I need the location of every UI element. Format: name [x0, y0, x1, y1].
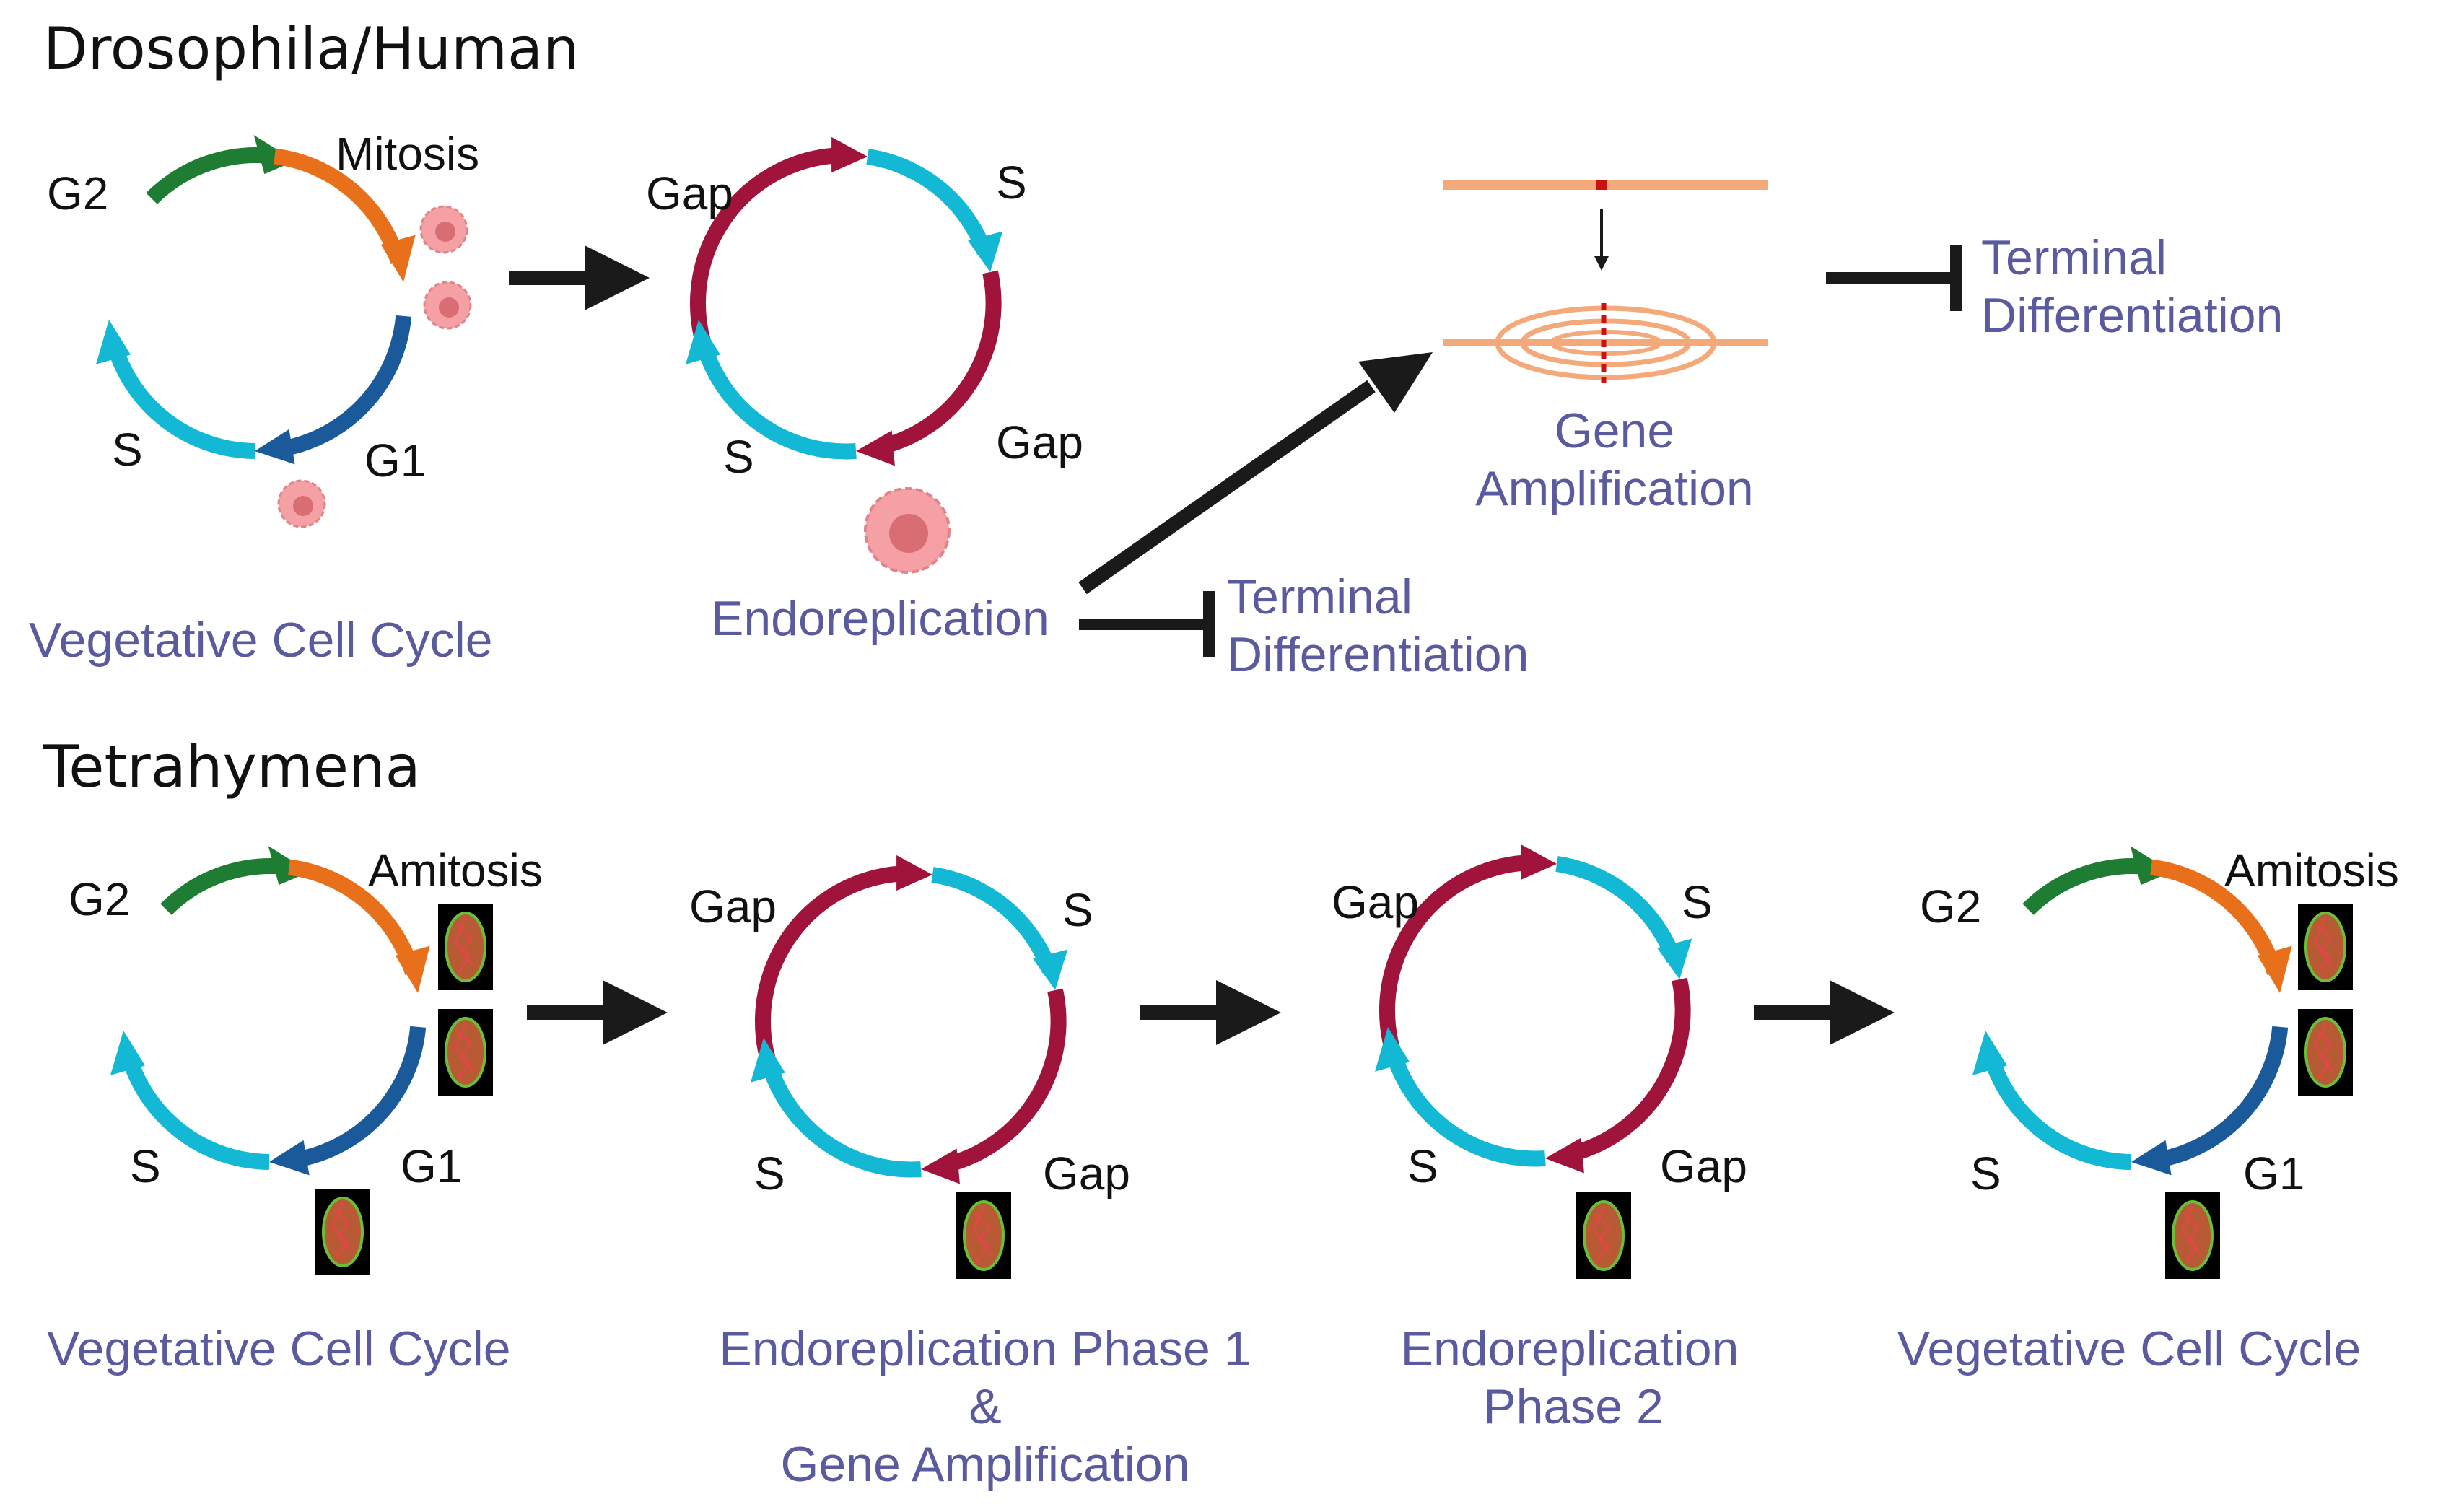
dividing-cell-icon: [423, 281, 472, 330]
label-g2: G2: [69, 873, 130, 925]
cycle-ring: [1375, 844, 1692, 1174]
tetrahymena-cell-icon: [437, 902, 494, 992]
label-s: S: [996, 157, 1027, 209]
label-g1: G1: [364, 434, 426, 486]
bottom-vegetative-cycle-return: G2 Amitosis S G1 Vegetative Cell Cycle: [1897, 844, 2399, 1376]
label-gap: Gap: [1660, 1140, 1747, 1192]
inhibition-bar: [1079, 591, 1209, 657]
section-title-tetrahymena: Tetrahymena: [43, 733, 421, 800]
caption-endoreplication: Endoreplication: [711, 591, 1049, 646]
label-s: S: [723, 431, 754, 483]
label-s: S: [1682, 876, 1713, 928]
terminal-differentiation-line1: Terminal: [1227, 569, 1412, 624]
terminal-differentiation-line2: Differentiation: [1227, 627, 1529, 682]
tetrahymena-cell-icon: [437, 1008, 494, 1097]
caption-endoreplication-phase1: Endoreplication Phase 1: [719, 1321, 1251, 1376]
tetrahymena-cell-icon: [2297, 902, 2354, 992]
tetrahymena-cell-icon: [955, 1191, 1013, 1280]
gene-amplification-line1: Gene: [1555, 403, 1674, 458]
caption-vegetative-cell-cycle: Vegetative Cell Cycle: [1897, 1321, 2361, 1376]
label-s: S: [1970, 1148, 2001, 1199]
gene-amplification-schematic: Gene Amplification: [1443, 180, 1768, 516]
flow-arrow: [527, 980, 668, 1045]
label-gap: Gap: [646, 167, 733, 219]
caption-ampersand: &: [969, 1379, 1001, 1434]
diagonal-arrow: [1078, 352, 1433, 595]
label-gap: Gap: [1043, 1148, 1130, 1199]
tetrahymena-cell-icon: [314, 1187, 372, 1277]
caption-phase2: Phase 2: [1483, 1379, 1664, 1434]
label-amitosis: Amitosis: [368, 844, 543, 896]
label-g1: G1: [2243, 1148, 2304, 1199]
cycle-ring: [96, 135, 416, 464]
caption-vegetative-cell-cycle: Vegetative Cell Cycle: [29, 613, 493, 668]
tetrahymena-cell-icon: [1575, 1191, 1633, 1280]
gene-amplification-line2: Amplification: [1475, 461, 1754, 516]
bottom-vegetative-cycle: G2 Amitosis S G1 Vegetative Cell Cycle: [47, 844, 543, 1376]
label-s: S: [130, 1140, 161, 1192]
flow-arrow: [509, 245, 650, 310]
top-endoreplication-cycle: Gap S Gap S Endoreplication: [646, 137, 1083, 646]
inhibition-bar: [1826, 245, 1956, 311]
flow-arrow: [1140, 980, 1281, 1045]
polyploid-cell-icon: [864, 487, 951, 574]
top-vegetative-cycle: G2 Mitosis S G1 Vegetative Cell Cycle: [29, 128, 493, 668]
dividing-cell-icon: [419, 205, 468, 254]
bottom-endoreplication-phase1-cycle: Gap S Gap S Endoreplication Phase 1 & Ge…: [689, 855, 1251, 1492]
daughter-cell-icon: [277, 479, 326, 528]
label-amitosis: Amitosis: [2224, 844, 2399, 896]
tetrahymena-cell-icon: [2164, 1191, 2221, 1280]
label-gap: Gap: [1332, 876, 1419, 928]
label-gap: Gap: [689, 880, 777, 932]
caption-gene-amplification: Gene Amplification: [781, 1437, 1190, 1492]
cycle-ring: [751, 855, 1067, 1184]
label-g2: G2: [47, 167, 108, 219]
flow-arrow: [1754, 980, 1895, 1045]
section-title-drosophila-human: Drosophila/Human: [43, 15, 580, 82]
bottom-endoreplication-phase2-cycle: Gap S Gap S Endoreplication Phase 2: [1332, 844, 1747, 1434]
label-g1: G1: [401, 1140, 462, 1192]
label-s: S: [754, 1148, 785, 1199]
terminal-differentiation-line2: Differentiation: [1981, 288, 2283, 343]
label-g2: G2: [1920, 880, 1981, 932]
label-gap: Gap: [996, 416, 1083, 468]
label-s: S: [112, 424, 143, 476]
label-s: S: [1062, 884, 1093, 936]
tetrahymena-cell-icon: [2297, 1008, 2354, 1097]
label-s: S: [1407, 1140, 1438, 1192]
label-mitosis: Mitosis: [336, 128, 479, 180]
caption-vegetative-cell-cycle: Vegetative Cell Cycle: [47, 1321, 511, 1376]
caption-endoreplication: Endoreplication: [1401, 1321, 1739, 1376]
terminal-differentiation-line1: Terminal: [1981, 230, 2167, 285]
